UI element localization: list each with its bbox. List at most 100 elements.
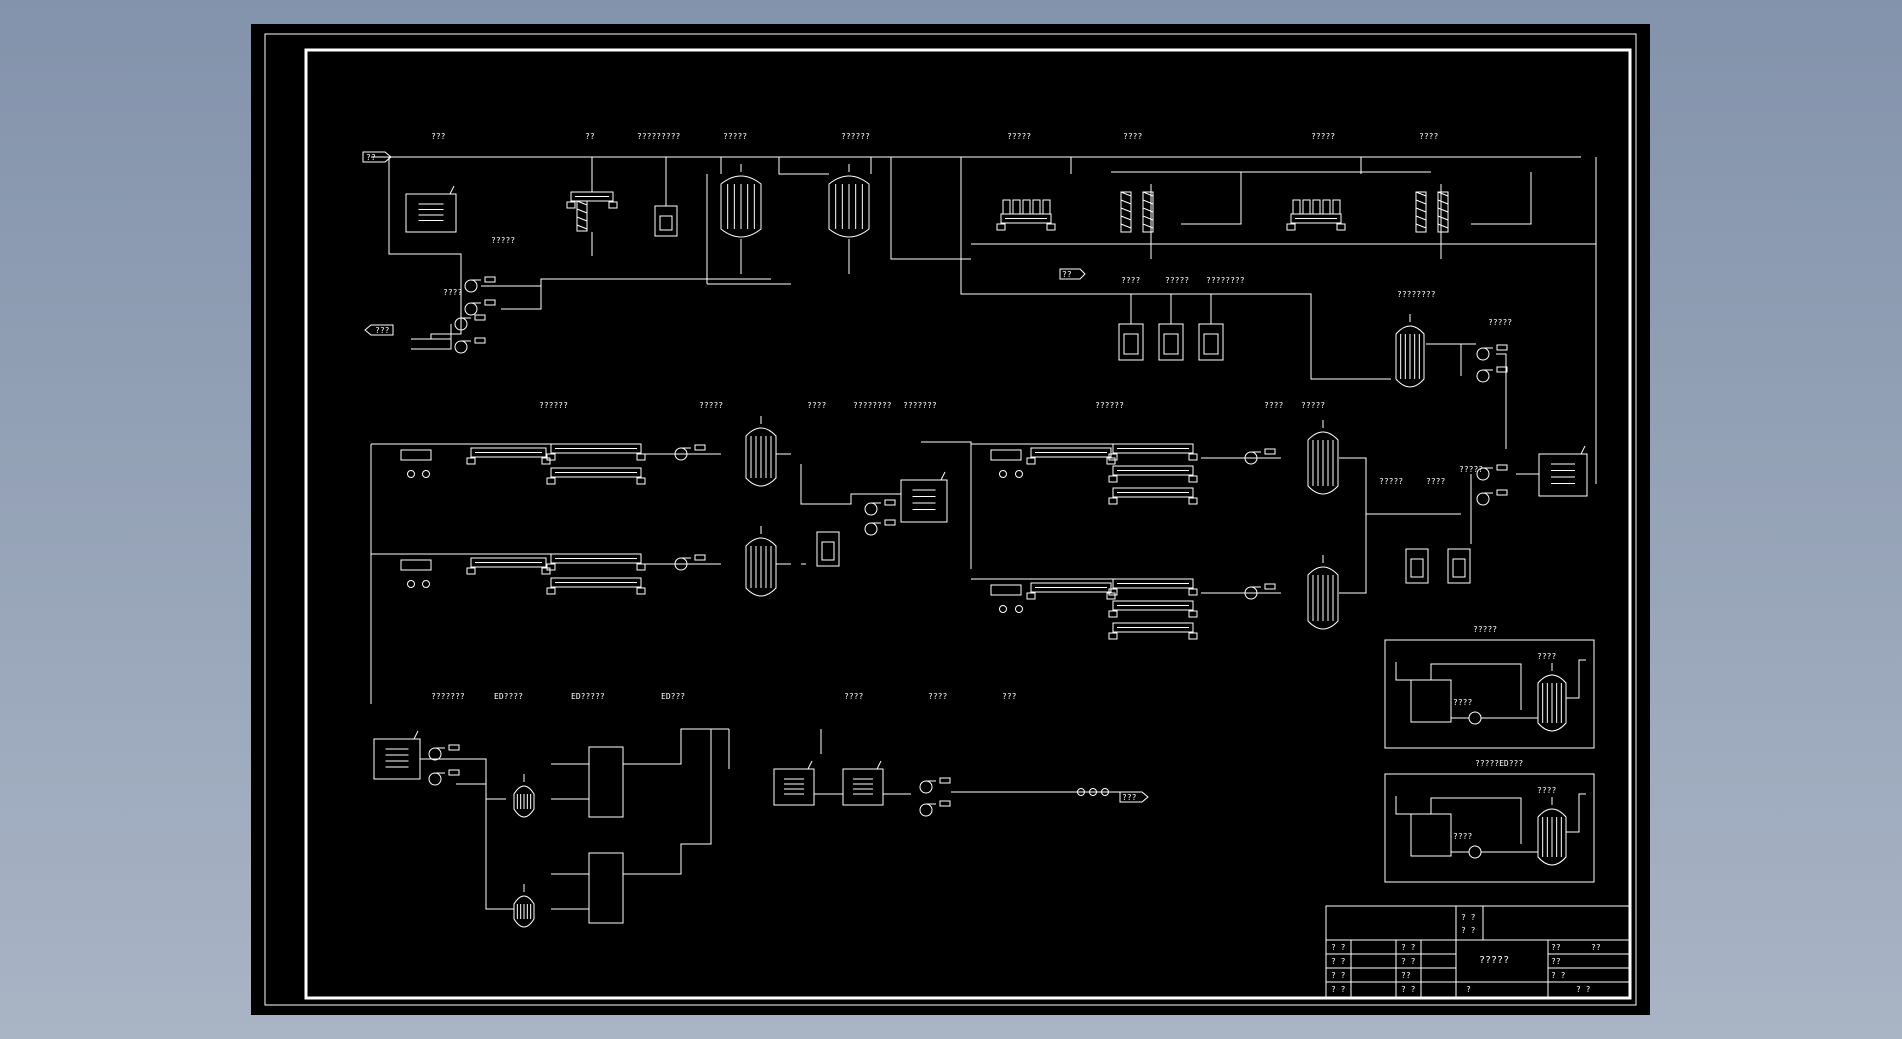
- vessel-shell: [513, 785, 535, 818]
- exchanger-leg: [1108, 475, 1118, 483]
- pump-casing: [919, 803, 933, 817]
- vessel-shell: [1537, 674, 1567, 732]
- label-a3: ?????????: [637, 132, 681, 141]
- label-c1: ??????: [539, 401, 568, 410]
- tb-r5-b: ? ?: [1401, 985, 1416, 994]
- pump-casing: [464, 302, 478, 316]
- exchanger-shell: [570, 191, 614, 202]
- exchanger-leg: [1026, 592, 1036, 600]
- column-hatch: [1142, 215, 1154, 221]
- exchanger-leg: [546, 587, 556, 595]
- column-hatch: [1142, 199, 1154, 205]
- dosing-inner: [821, 541, 835, 561]
- cartridge: [1012, 199, 1021, 215]
- exchanger-shell: [1030, 447, 1112, 458]
- exchanger-leg: [1108, 632, 1118, 640]
- column-hatch: [576, 216, 588, 222]
- exchanger-leg: [541, 457, 551, 465]
- ed-stack: [588, 852, 624, 924]
- exchanger-shell: [470, 557, 547, 568]
- pipe-line: [1395, 662, 1416, 681]
- instrument-bubble: [999, 605, 1007, 613]
- inset-1: ????? ???? ????: [1384, 625, 1595, 749]
- column-hatch: [576, 224, 588, 230]
- filter-exchanger: [1286, 213, 1346, 231]
- exchanger-shell: [1112, 443, 1194, 454]
- filter-exchanger: [1026, 582, 1116, 600]
- filter-exchanger: [1108, 600, 1198, 618]
- pump: [864, 499, 896, 516]
- instrument-group: [990, 584, 1022, 596]
- process-flow-diagram: ??? ?? ????????? ????? ?????? ????? ????…: [264, 33, 1637, 1006]
- tank-vent: [449, 185, 455, 195]
- valve: [448, 744, 460, 751]
- outlet-tag-1-label: ???: [375, 326, 390, 335]
- tb-r2-b: ? ?: [1401, 943, 1416, 952]
- exchanger-shell: [550, 577, 642, 588]
- pipe-line: [1430, 797, 1522, 844]
- tb-r4-a: ? ?: [1331, 971, 1346, 980]
- dosing-box: [1158, 323, 1184, 361]
- vessel-shell: [513, 895, 535, 928]
- exchanger-leg: [1336, 223, 1346, 231]
- pump: [428, 769, 460, 786]
- inset-1-title: ?????: [1473, 625, 1497, 634]
- label-c8: ?????: [1301, 401, 1325, 410]
- inset-pump: [1468, 845, 1482, 859]
- inset-1-frame: [1384, 639, 1595, 749]
- title-block: ? ? ? ? ? ? ? ? ?? ?? ? ? ? ? ?? ? ? ?? …: [1325, 905, 1631, 999]
- pump: [454, 337, 486, 354]
- reactor-vessel: [720, 164, 762, 238]
- pipe-line: [430, 286, 462, 339]
- label-b1: ?????: [491, 236, 515, 245]
- instrument-bubble: [407, 470, 415, 478]
- tb-r4-b: ??: [1401, 971, 1411, 980]
- pipe-line: [485, 799, 514, 910]
- valve: [484, 299, 496, 306]
- filter-exchanger: [466, 557, 551, 575]
- label-c5: ???????: [903, 401, 937, 410]
- label-c4: ????????: [853, 401, 892, 410]
- tb-r3-b: ? ?: [1401, 957, 1416, 966]
- vessel-shell: [1395, 325, 1425, 388]
- inset-2: ?????ED??? ???? ????: [1384, 759, 1595, 883]
- ed-stack: [588, 746, 624, 818]
- pipe-line: [1566, 659, 1586, 699]
- dosing-box: [816, 531, 840, 567]
- pump-casing: [454, 340, 468, 354]
- valve: [1264, 583, 1276, 590]
- valve: [1496, 489, 1508, 496]
- exchanger-leg: [1188, 497, 1198, 505]
- tank-vent: [1580, 445, 1586, 455]
- filter-exchanger: [546, 467, 646, 485]
- label-c7: ????: [1264, 401, 1283, 410]
- valve: [1496, 344, 1508, 351]
- vessel-shell: [1307, 566, 1339, 630]
- valve: [1264, 448, 1276, 455]
- pipe-line: [960, 157, 1391, 380]
- exchanger-leg: [546, 453, 556, 461]
- instrument-group: [990, 449, 1022, 461]
- exchanger-leg: [1188, 588, 1198, 596]
- label-a1: ???: [431, 132, 446, 141]
- instrument-group: [400, 449, 432, 461]
- pump: [864, 519, 896, 536]
- exchanger-leg: [1108, 610, 1118, 618]
- label-a9: ????: [1419, 132, 1438, 141]
- inset-2-frame: [1384, 773, 1595, 883]
- label-a5: ??????: [841, 132, 870, 141]
- label-b5: ?????: [1488, 318, 1512, 327]
- label-c2: ?????: [699, 401, 723, 410]
- column-hatch: [1120, 207, 1132, 213]
- pump-casing: [864, 522, 878, 536]
- filter-exchanger: [546, 577, 646, 595]
- exchanger-leg: [1108, 453, 1118, 461]
- inlet-tag-2: [1059, 268, 1086, 280]
- tb-r3-c: ??: [1551, 957, 1561, 966]
- dosing-inner: [1410, 558, 1424, 578]
- exchanger-shell: [550, 467, 642, 478]
- column-hatch: [1437, 191, 1449, 197]
- valve: [939, 800, 951, 807]
- label-e7: ???: [1002, 692, 1017, 701]
- column-body: [576, 200, 588, 232]
